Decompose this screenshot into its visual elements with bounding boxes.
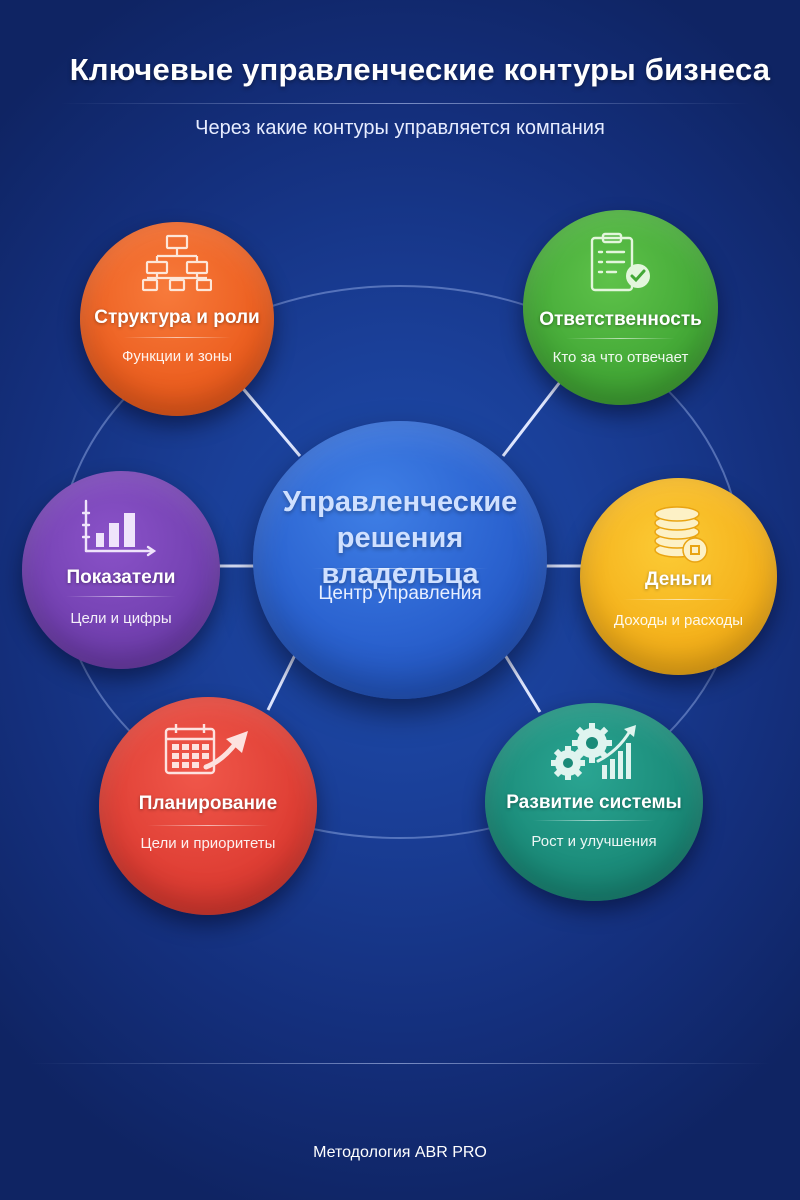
node-label: Планирование — [138, 793, 278, 814]
org-chart-icon — [142, 234, 212, 292]
node-label: Показатели — [66, 567, 176, 588]
title-divider — [60, 103, 750, 104]
node-money: Деньги Доходы и расходы — [580, 478, 777, 675]
node-divider — [623, 599, 734, 600]
connector-structure — [238, 384, 302, 457]
footer-divider — [30, 1063, 770, 1064]
node-sublabel: Цели и приоритеты — [140, 835, 276, 852]
node-sublabel: Рост и улучшения — [531, 833, 657, 850]
page-subtitle: Через какие контуры управляется компания — [195, 117, 605, 139]
coins-icon — [653, 506, 708, 563]
node-sublabel: Доходы и расходы — [613, 612, 744, 629]
calendar-arrow-icon — [164, 724, 248, 775]
gears-growth-icon — [551, 723, 636, 780]
node-sublabel: Цели и цифры — [70, 610, 172, 627]
node-divider — [146, 825, 270, 826]
footer-text: Методология ABR PRO — [313, 1144, 487, 1161]
center-sublabel: Центр управления — [318, 583, 482, 604]
node-label: Деньги — [644, 569, 713, 590]
node-metrics: Показатели Цели и цифры — [22, 471, 220, 669]
node-divider — [565, 338, 676, 339]
node-responsibility: Ответственность Кто за что отвечает — [523, 210, 718, 405]
node-development: Развитие системы Рост и улучшения — [485, 703, 703, 901]
node-divider — [122, 337, 232, 338]
node-divider — [532, 820, 656, 821]
connector-development — [503, 654, 542, 713]
bar-chart-icon — [82, 499, 157, 557]
center-divider — [311, 568, 489, 569]
node-divider — [65, 596, 177, 597]
node-structure: Структура и роли Функции и зоны — [80, 222, 274, 416]
node-planning: Планирование Цели и приоритеты — [99, 697, 317, 915]
center-title-line: Управленческие — [282, 486, 518, 518]
checklist-icon — [590, 232, 650, 292]
node-label: Ответственность — [539, 309, 702, 330]
connector-responsibility — [501, 381, 562, 457]
node-sublabel: Функции и зоны — [122, 348, 232, 365]
center-title: Управленческие решения владельца — [263, 484, 537, 592]
connector-planning — [266, 654, 297, 711]
page-title: Ключевые управленческие контуры бизнеса — [69, 52, 771, 87]
node-label: Структура и роли — [94, 307, 260, 328]
center-title-line: решения владельца — [321, 522, 479, 590]
node-center: Управленческие решения владельца Центр у… — [253, 421, 547, 699]
node-label: Развитие системы — [506, 792, 682, 813]
node-sublabel: Кто за что отвечает — [552, 349, 689, 366]
